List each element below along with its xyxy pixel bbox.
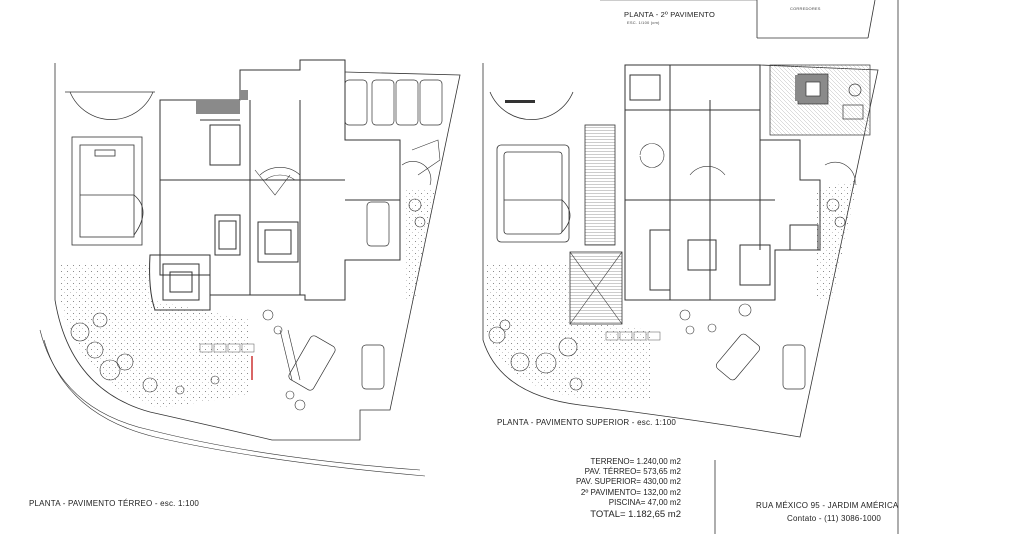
area-superior: PAV. SUPERIOR= 430,00 m2 xyxy=(575,477,681,487)
sheet-frame xyxy=(714,0,899,534)
trees-upper xyxy=(488,198,846,391)
terrace-furniture xyxy=(769,64,871,136)
ground-floor-caption: PLANTA - PAVIMENTO TÉRREO - esc. 1:100 xyxy=(29,499,200,508)
address-contact: Contato - (11) 3086-1000 xyxy=(787,514,882,523)
area-total: TOTAL= 1.182,65 m2 xyxy=(590,509,681,521)
second-floor-scale: ESC. 1/100 (cm) xyxy=(627,20,660,25)
lot-boundary xyxy=(54,63,461,441)
address-street: RUA MÉXICO 95 - JARDIM AMÉRICA xyxy=(756,501,899,510)
area-table: TERRENO= 1.240,00 m2 PAV. TÉRREO= 573,65… xyxy=(545,457,681,520)
area-terreno: TERRENO= 1.240,00 m2 xyxy=(590,457,681,466)
garage-cars xyxy=(288,79,443,391)
roof-hatch xyxy=(584,124,616,246)
lot-boundary-upper xyxy=(482,63,879,438)
area-terreo: PAV. TÉRREO= 573,65 m2 xyxy=(584,467,681,477)
area-segundo: 2º PAVIMENTO= 132,00 m2 xyxy=(580,487,681,497)
ground-floor-plan xyxy=(39,59,461,477)
pool-ground xyxy=(71,136,144,246)
house-upper xyxy=(624,64,821,301)
area-piscina: PISCINA= 47,00 m2 xyxy=(608,497,681,507)
second-floor-title: PLANTA - 2º PAVIMENTO xyxy=(624,10,715,19)
corridor-label: CORREDORES xyxy=(790,6,821,11)
stair-ground xyxy=(254,167,301,196)
house-ground xyxy=(149,59,401,311)
stepping-stones xyxy=(199,343,255,353)
upper-floor-caption: PLANTA - PAVIMENTO SUPERIOR - esc. 1:100 xyxy=(497,418,677,427)
pool-upper xyxy=(496,144,571,243)
garden-area xyxy=(60,265,250,408)
upper-floor-plan xyxy=(482,63,879,438)
trees-ground xyxy=(70,198,426,411)
